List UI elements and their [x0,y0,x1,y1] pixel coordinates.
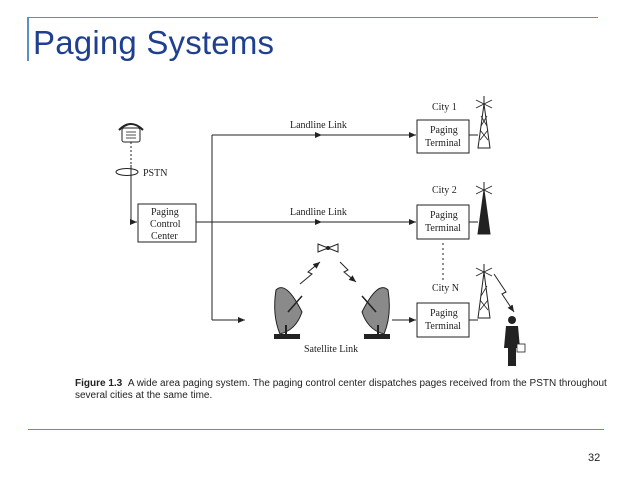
city-n-terminal-box [416,302,470,338]
satellite-link-label: Satellite Link [304,344,358,355]
city-1-label: City 1 [432,102,457,113]
figure-caption: Figure 1.3 A wide area paging system. Th… [75,378,615,402]
downlink-arrow [339,261,357,283]
top-rule [28,17,598,18]
control-center-box [137,203,197,243]
satellite-icon [317,243,339,253]
city-2-label: City 2 [432,185,457,196]
figure-caption-text: A wide area paging system. The paging co… [75,378,607,401]
page-signal-arrow [493,273,515,313]
city-1-terminal-box [416,119,470,154]
city-n-label: City N [432,283,459,294]
city-n-terminal-line-1: Paging [430,308,458,319]
title-accent-bar [27,17,29,61]
bottom-rule [28,429,604,430]
city-1-terminal-line-2: Terminal [425,138,461,149]
city-n-antenna-tower-icon [475,264,493,319]
figure-label: Figure 1.3 [75,378,123,389]
city-2-terminal-line-2: Terminal [425,223,461,234]
uplink-arrow [299,261,321,285]
control-center-line-2: Control [150,219,181,230]
pager-user-icon [504,316,526,366]
uplink-dish-icon [274,287,303,339]
slide-title: Paging Systems [33,24,275,61]
pstn-label: PSTN [143,168,167,179]
city-2-terminal-line-1: Paging [430,210,458,221]
downlink-dish-icon [361,287,390,339]
page-number: 32 [588,452,601,464]
city-1-antenna-tower-icon [475,96,493,149]
city-1-terminal-line-1: Paging [430,125,458,136]
control-center-line-1: Paging [151,207,179,218]
control-center-line-3: Center [151,231,178,242]
telephone-icon [118,123,144,143]
city-n-terminal-line-2: Terminal [425,321,461,332]
city-2-antenna-tower-icon [475,182,493,235]
landline-link-2-label: Landline Link [290,207,347,218]
landline-link-1-label: Landline Link [290,120,347,131]
pstn-ring [115,168,139,176]
